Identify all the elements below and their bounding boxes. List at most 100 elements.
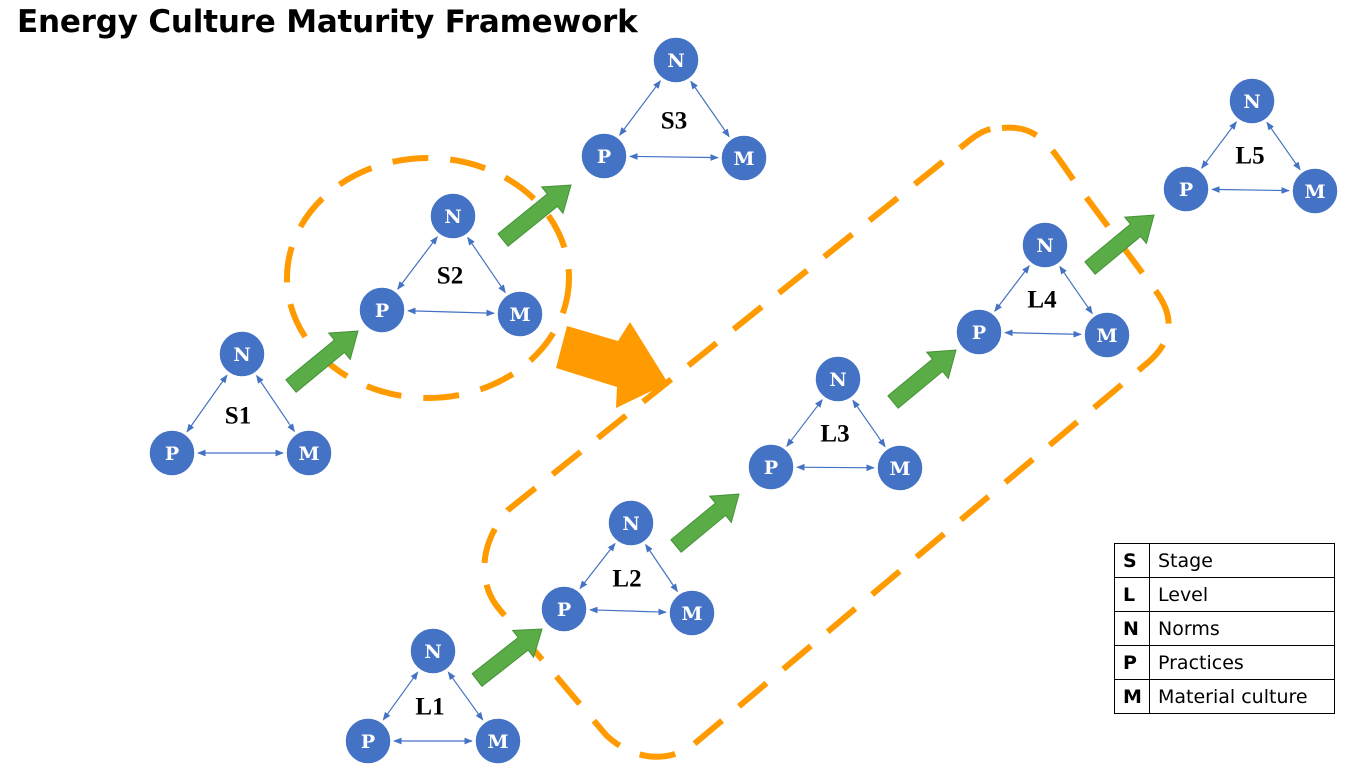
triad-label: L4: [1027, 287, 1057, 314]
material-node-letter: M: [1096, 325, 1117, 347]
legend-row-material: M Material culture: [1114, 679, 1335, 714]
norms-node-letter: N: [667, 50, 684, 72]
material-node-letter: M: [298, 443, 319, 465]
norms-node: N: [814, 355, 862, 403]
practices-node: P: [344, 717, 392, 765]
material-node-letter: M: [681, 603, 702, 625]
practices-node: P: [540, 585, 588, 633]
triad-l5: N P M L5: [1162, 77, 1339, 215]
material-node: M: [876, 444, 924, 492]
legend-key: S: [1114, 543, 1150, 578]
norms-node-circle: [652, 36, 700, 84]
material-node-letter: M: [1304, 181, 1325, 203]
triad-l4: N P M L4: [955, 221, 1131, 359]
practices-node-letter: P: [361, 731, 375, 753]
norms-node: N: [409, 627, 457, 675]
triad-l2: N P M L2: [540, 499, 716, 637]
legend-value: Stage: [1149, 543, 1335, 578]
legend-value: Practices: [1149, 645, 1335, 680]
progress-arrow: [887, 349, 957, 409]
material-node-circle: [720, 134, 768, 182]
practices-node-letter: P: [165, 443, 179, 465]
connector-n-p: [619, 80, 661, 136]
legend-key: M: [1114, 679, 1150, 714]
material-node-circle: [1291, 167, 1339, 215]
norms-node-letter: N: [1243, 91, 1260, 113]
connector-n-m: [467, 236, 506, 294]
legend-row-stage: S Stage: [1114, 543, 1335, 578]
progress-arrow: [1084, 214, 1155, 275]
connector-n-p: [382, 671, 419, 721]
practices-node: P: [955, 308, 1003, 356]
legend-key: N: [1114, 611, 1150, 646]
practices-node-letter: P: [972, 322, 986, 344]
practices-node-circle: [358, 286, 406, 334]
stage-to-level-transition-arrow: [556, 322, 668, 408]
norms-node-circle: [1228, 77, 1276, 125]
connector-p-m: [1004, 329, 1082, 338]
practices-node: P: [580, 132, 628, 180]
connector-n-p: [1201, 121, 1237, 169]
connector-n-m: [447, 671, 484, 721]
practices-node-letter: P: [764, 457, 778, 479]
legend-key: P: [1114, 645, 1150, 680]
connector-n-p: [786, 399, 823, 447]
norms-node-letter: N: [622, 513, 639, 535]
practices-node: P: [148, 429, 196, 477]
connector-p-m: [1211, 186, 1290, 194]
triad-label: L5: [1235, 143, 1264, 170]
connector-n-p: [579, 542, 616, 590]
material-node-circle: [474, 717, 522, 765]
practices-node: P: [1162, 165, 1210, 213]
connector-p-m: [796, 463, 875, 472]
triad-label: L3: [820, 421, 849, 448]
legend-row-norms: N Norms: [1114, 611, 1335, 646]
norms-node: N: [1228, 77, 1276, 125]
progress-arrows: [285, 184, 1155, 688]
material-node: M: [474, 717, 522, 765]
connector-n-m: [256, 374, 295, 433]
norms-node-circle: [218, 330, 266, 378]
progress-arrow: [285, 330, 359, 393]
connector-n-m: [852, 399, 886, 448]
norms-node: N: [652, 36, 700, 84]
material-node-circle: [876, 444, 924, 492]
connector-n-m: [690, 80, 730, 138]
practices-node-circle: [1162, 165, 1210, 213]
legend-table: S Stage L Level N Norms P Practices M Ma…: [1114, 543, 1335, 714]
material-node: M: [668, 589, 716, 637]
material-node-letter: M: [889, 458, 910, 480]
norms-node: N: [429, 192, 477, 240]
norms-node-circle: [814, 355, 862, 403]
practices-node-circle: [580, 132, 628, 180]
norms-node-letter: N: [233, 344, 250, 366]
triad-l3: N P M L3: [747, 355, 924, 492]
norms-node-circle: [409, 627, 457, 675]
practices-node-circle: [148, 429, 196, 477]
material-node: M: [1291, 167, 1339, 215]
connector-n-p: [994, 265, 1030, 312]
norms-node: N: [1021, 221, 1069, 269]
practices-node: P: [747, 443, 795, 491]
practices-node-circle: [747, 443, 795, 491]
progress-arrow: [670, 493, 740, 553]
connector-n-m: [1059, 265, 1093, 315]
triad-label: L2: [612, 566, 641, 593]
material-node: M: [496, 290, 544, 338]
connector-n-m: [1266, 121, 1301, 171]
material-node-letter: M: [487, 731, 508, 753]
norms-node-letter: N: [444, 206, 461, 228]
connector-p-m: [589, 606, 667, 616]
norms-node: N: [218, 330, 266, 378]
practices-node-letter: P: [557, 599, 571, 621]
practices-node: P: [358, 286, 406, 334]
practices-node-circle: [540, 585, 588, 633]
practices-node-letter: P: [1179, 179, 1193, 201]
material-node-circle: [496, 290, 544, 338]
progress-arrow: [471, 628, 543, 688]
material-node: M: [1083, 311, 1131, 359]
